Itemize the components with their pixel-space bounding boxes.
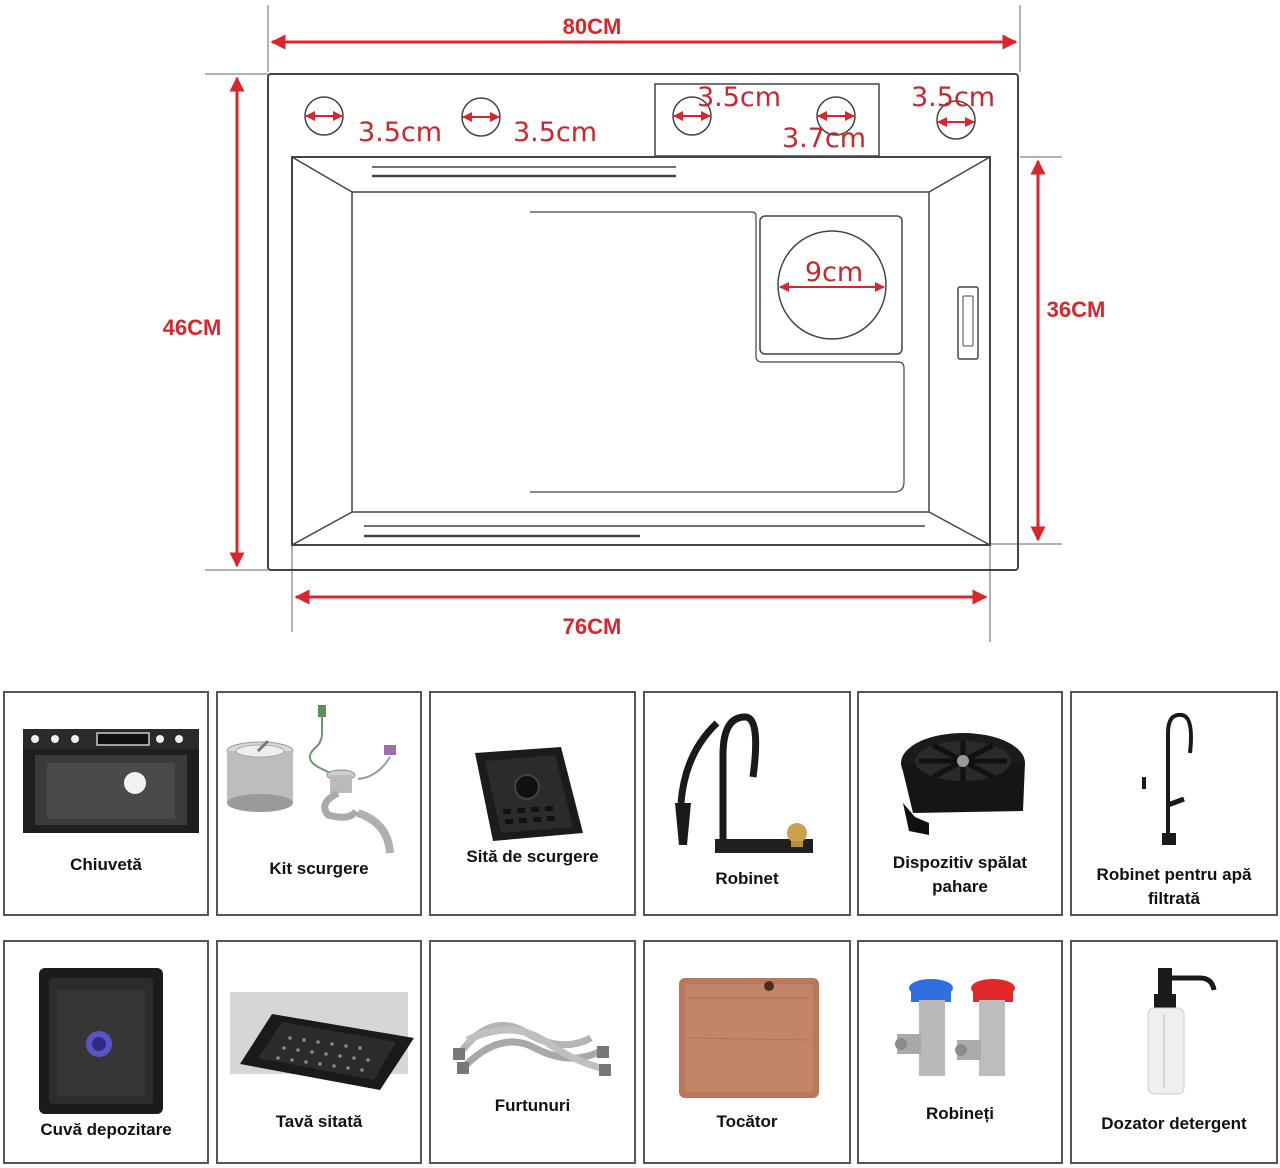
component-card-cutting-board: Tocător	[643, 940, 851, 1164]
overall-depth-label: 46CM	[163, 315, 222, 340]
component-card-sink: Chiuvetă	[3, 691, 209, 916]
hoses-icon	[453, 1021, 611, 1076]
sink-dimension-diagram: 80CM 46CM 36CM 76CM 3.5cm 3.5cm 3.5cm 3.…	[163, 5, 1106, 642]
angle-valves-icon	[895, 979, 1015, 1076]
hole-4-label: 3.7cm	[782, 123, 866, 154]
drain-kit-icon	[226, 705, 396, 854]
bowl-depth-label: 36CM	[1047, 297, 1106, 322]
component-label: Cuvă depozitare	[40, 1120, 172, 1139]
component-card-hoses: Furtunuri	[429, 940, 636, 1164]
hole-2-label: 3.5cm	[513, 117, 597, 148]
component-label: Dispozitiv spălat pahare	[892, 853, 1028, 896]
component-card-drain-strainer: Sită de scurgere	[429, 691, 636, 916]
component-label: Tavă sitată	[275, 1112, 363, 1131]
hole-5-label: 3.5cm	[911, 82, 995, 113]
sink-top-view	[267, 73, 1019, 571]
hole-diameter-arrows	[305, 111, 975, 292]
component-label: Sită de scurgere	[466, 847, 599, 866]
component-label: Robineți	[926, 1104, 994, 1123]
colander-tray-icon	[230, 992, 414, 1090]
drain-strainer-icon	[475, 747, 583, 841]
overall-width-label: 80CM	[563, 14, 622, 39]
extension-lines	[205, 5, 1062, 642]
cutting-board-icon	[679, 978, 819, 1098]
component-card-storage-basin: Cuvă depozitare	[3, 940, 209, 1164]
component-card-soap-dispenser: Dozator detergent	[1070, 940, 1278, 1164]
component-label: Dozator detergent	[1101, 1114, 1247, 1133]
filter-faucet-icon	[1142, 712, 1193, 845]
component-label: Robinet pentru apă filtrată	[1096, 865, 1252, 908]
component-label: Chiuvetă	[70, 855, 142, 874]
component-card-filter-faucet: Robinet pentru apă filtrată	[1070, 691, 1278, 916]
soap-dispenser-icon	[1147, 968, 1217, 1095]
hole-3-label: 3.5cm	[697, 82, 781, 113]
storage-basin-icon	[39, 968, 163, 1114]
component-card-faucet: Robinet	[643, 691, 851, 916]
component-label: Tocător	[716, 1112, 778, 1131]
component-card-colander-tray: Tavă sitată	[216, 940, 422, 1164]
bowl-width-label: 76CM	[563, 614, 622, 639]
glass-rinser-icon	[901, 733, 1025, 835]
dimension-arrows	[229, 34, 1046, 605]
cup-washer-label: 9cm	[805, 257, 863, 288]
component-label: Furtunuri	[494, 1096, 571, 1115]
component-card-drain-kit: Kit scurgere	[216, 691, 422, 916]
component-label: Kit scurgere	[269, 859, 369, 878]
component-card-glass-rinser: Dispozitiv spălat pahare	[857, 691, 1063, 916]
hole-1-label: 3.5cm	[358, 117, 442, 148]
component-label: Robinet	[715, 869, 779, 888]
faucet-icon	[675, 713, 813, 853]
sink-icon	[23, 729, 199, 833]
component-card-angle-valves: Robineți	[857, 940, 1063, 1164]
